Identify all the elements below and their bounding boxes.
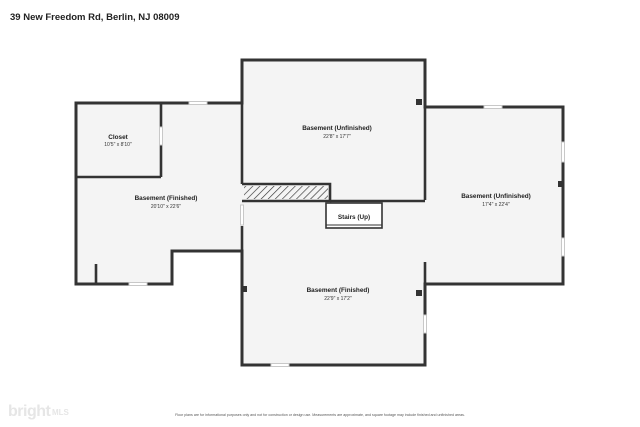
window-left-bottom [128,282,148,286]
window-right-top [483,105,503,109]
bright-mls-logo: bright [8,403,51,421]
closet-door-gap [159,126,163,146]
floor-right [425,107,563,284]
window-left-top [188,101,208,105]
posts [242,99,564,296]
window-right-lower [561,237,565,257]
window-center-right [423,314,427,334]
room-dim-basement-finished-left: 20'10" x 22'6" [151,204,181,210]
exterior-wall [74,58,565,367]
floor-fill [76,60,563,365]
post-right [558,181,564,187]
window-bottom [270,363,290,367]
room-name-basement-unfinished-right: Basement (Unfinished) [461,193,531,200]
floor-left-lower [76,251,172,284]
post-bottom-right [416,290,422,296]
room-dim-basement-finished-bottom: 22'9" x 17'2" [324,296,352,302]
disclaimer-text: Floor plans are for informational purpos… [175,413,465,417]
room-name-basement-finished-left: Basement (Finished) [135,195,198,202]
hatched-area [244,186,328,199]
post-top [416,99,422,105]
logo-mls: MLS [52,408,69,417]
room-name-closet: Closet [108,134,128,141]
room-dim-basement-unfinished-top: 22'8" x 17'7" [323,134,351,140]
hatched-wall-outline [242,182,332,203]
doorway-gap [240,204,244,226]
room-name-basement-unfinished-top: Basement (Unfinished) [302,125,372,132]
room-name-basement-finished-bottom: Basement (Finished) [307,287,370,294]
room-dim-closet: 10'5" x 8'10" [104,142,132,148]
address-title: 39 New Freedom Rd, Berlin, NJ 08009 [10,12,180,23]
window-right-upper [561,141,565,163]
post-left [242,286,247,292]
room-dim-basement-unfinished-right: 17'4" x 22'4" [482,202,510,208]
logo-brand: bright [8,403,51,420]
stairs-box [325,202,383,229]
windows [128,101,565,367]
room-name-stairs: Stairs (Up) [338,214,370,221]
